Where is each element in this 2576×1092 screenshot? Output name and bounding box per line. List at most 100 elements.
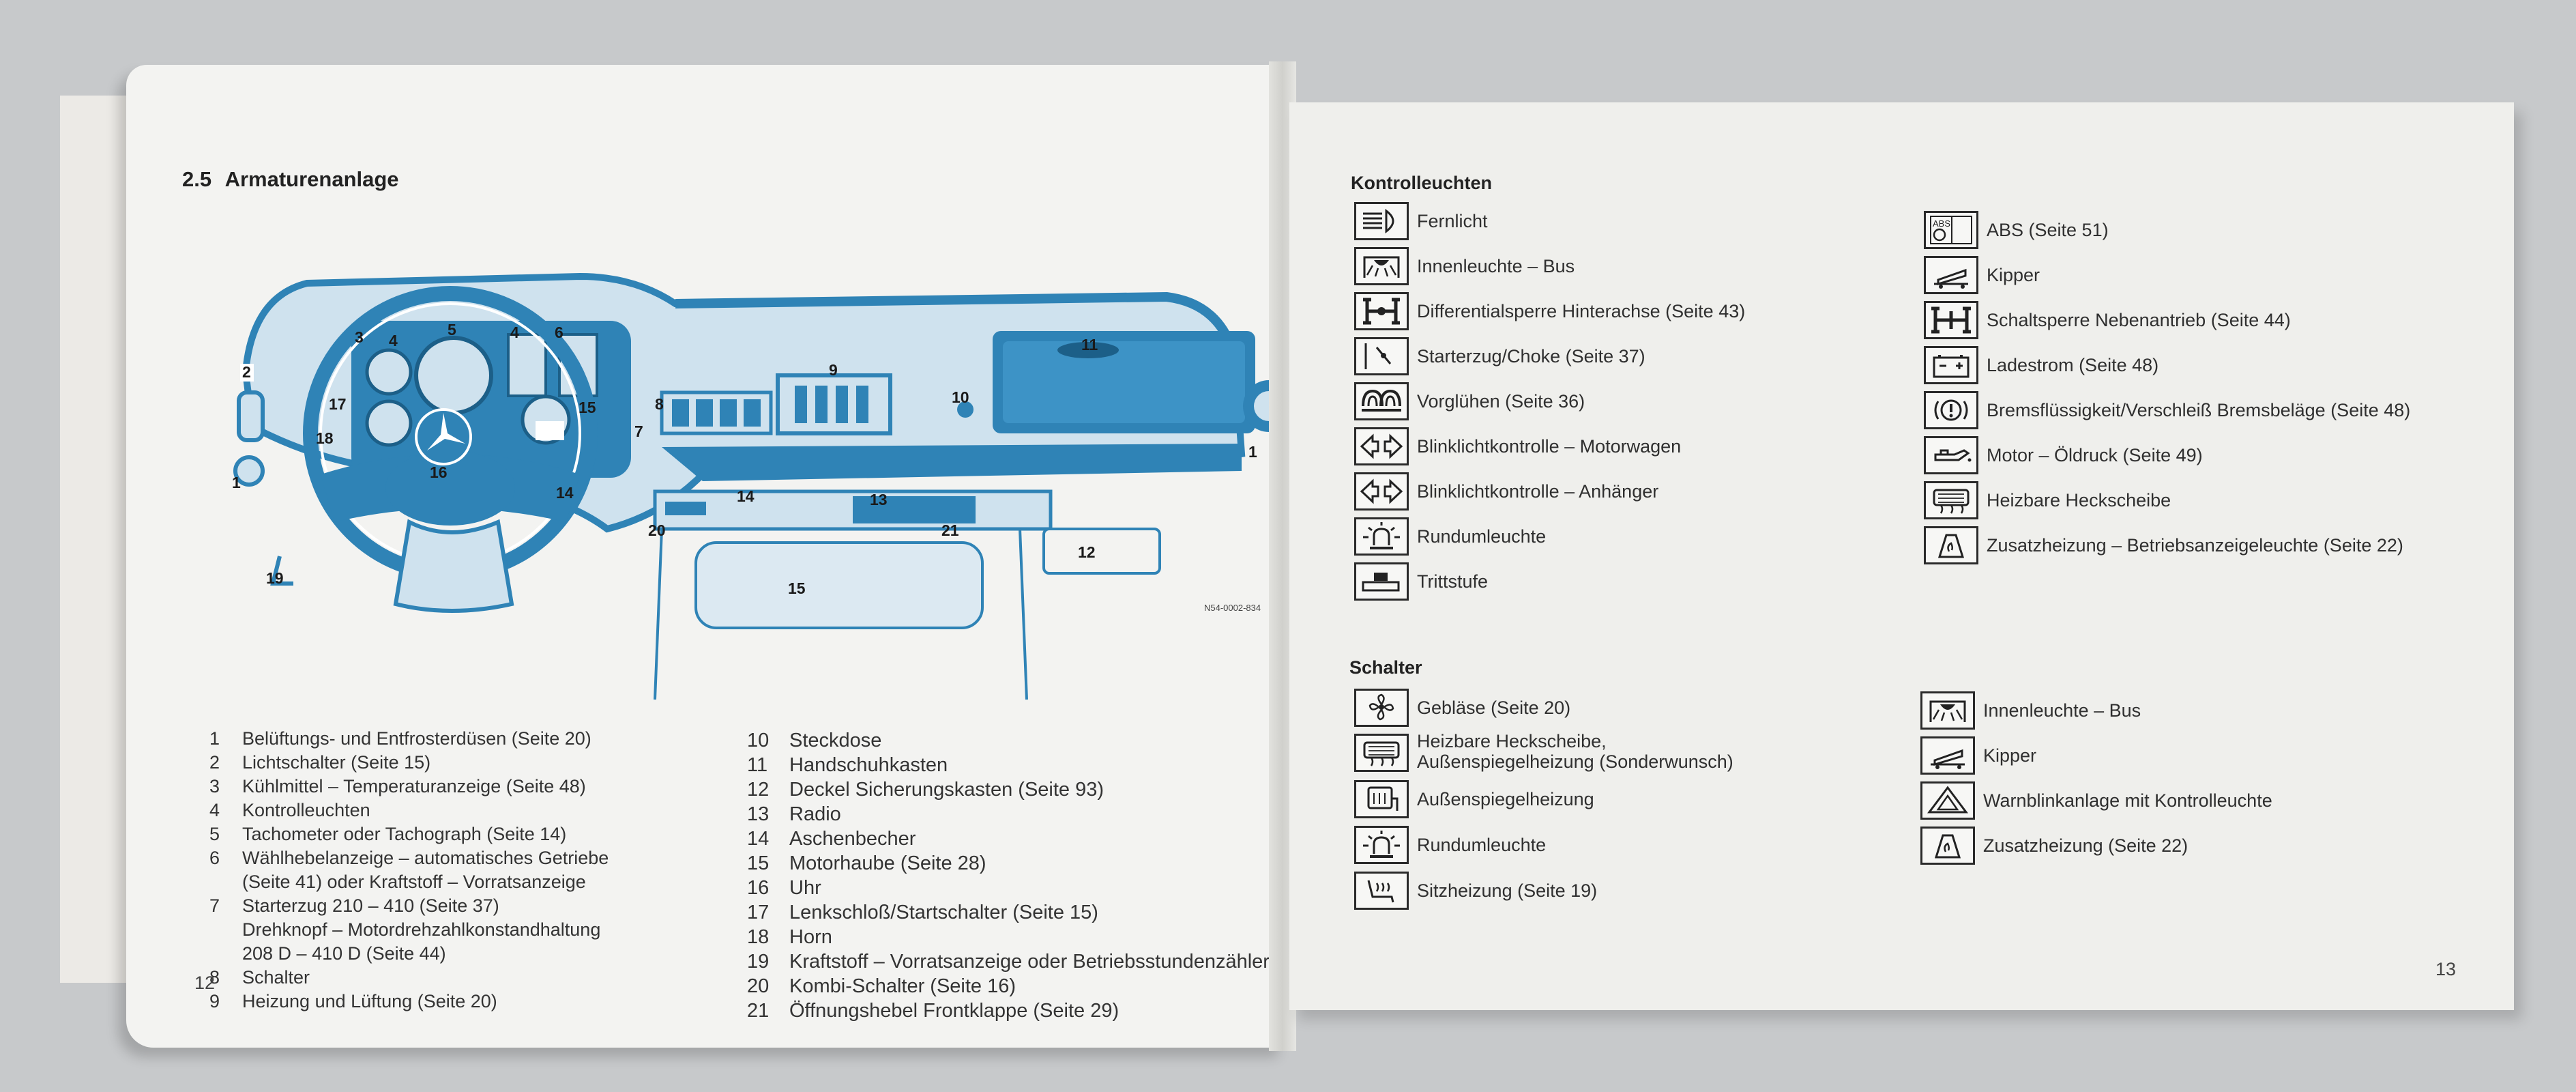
- callout-bg: [536, 421, 564, 440]
- legend-entry: Differentialsperre Hinterachse (Seite 43…: [1354, 291, 1745, 331]
- entry-text-continued: Außenspiegelheizung (Sonderwunsch): [1417, 751, 1733, 772]
- switch: [720, 399, 737, 427]
- callout-9: 9: [829, 361, 838, 379]
- legend-number: 16: [747, 877, 770, 899]
- entry-text: Ladestrom (Seite 48): [1987, 355, 2159, 375]
- brake-icon: [1924, 391, 1978, 429]
- callout-13: 13: [870, 491, 888, 508]
- legend-text: Lichtschalter (Seite 15): [242, 752, 431, 773]
- legend-item: (Seite 41) oder Kraftstoff – Vorratsanze…: [209, 870, 823, 894]
- legend-entry: ABS ABS (Seite 51): [1924, 210, 2109, 250]
- callout-1-left: 1: [232, 474, 241, 491]
- legend-text: Öffnungshebel Frontklappe (Seite 29): [789, 1000, 1119, 1022]
- callout-3: 3: [355, 328, 364, 346]
- temp-gauge: [365, 348, 413, 396]
- entry-label: Fernlicht: [1417, 211, 1488, 231]
- bonnet-release-lever: [270, 556, 293, 586]
- legend-text: 208 D – 410 D (Seite 44): [242, 943, 446, 964]
- callout-5: 5: [448, 321, 456, 339]
- legend-text: (Seite 41) oder Kraftstoff – Vorratsanze…: [242, 872, 586, 892]
- legend-text: Kraftstoff – Vorratsanzeige oder Betrieb…: [789, 951, 1270, 973]
- legend-entry: Gebläse (Seite 20): [1354, 688, 1570, 728]
- entry-text: Motor – Öldruck (Seite 49): [1987, 445, 2203, 465]
- legend-number: 17: [747, 902, 770, 923]
- legend-item: 13 Radio: [747, 802, 1375, 827]
- console-edge: [1019, 528, 1028, 700]
- entry-label: Rundumleuchte: [1417, 835, 1546, 855]
- glow-plug-icon: [1354, 382, 1409, 420]
- callout-20: 18: [316, 429, 334, 447]
- legend-text: Wählhebelanzeige – automatisches Getrieb…: [242, 848, 609, 868]
- callout-19: 17: [329, 395, 347, 413]
- entry-text: Trittstufe: [1417, 571, 1489, 592]
- switch: [744, 399, 761, 427]
- legend-number: 10: [747, 730, 770, 751]
- legend-item: 208 D – 410 D (Seite 44): [209, 942, 823, 966]
- callout-11: 11: [1081, 336, 1098, 354]
- legend-entry: Innenleuchte – Bus: [1920, 691, 2141, 730]
- socket: [957, 401, 974, 418]
- legend-text: Lenkschloß/Startschalter (Seite 15): [789, 902, 1098, 923]
- callout-6: 6: [555, 324, 564, 341]
- entry-text: ABS (Seite 51): [1987, 220, 2109, 240]
- aux-heater-icon: [1924, 526, 1978, 564]
- legend-number: 21: [747, 1000, 770, 1022]
- callout-4a: 4: [389, 332, 398, 349]
- legend-number: 14: [747, 828, 770, 850]
- callout-16: 15: [579, 399, 596, 416]
- dash-lower-band: [662, 444, 1242, 481]
- glovebox-panel: [1003, 341, 1245, 423]
- left-vent: [233, 455, 265, 487]
- seat-heat-icon: [1354, 872, 1409, 910]
- entry-label: Ladestrom (Seite 48): [1987, 355, 2158, 375]
- entry-label: Trittstufe: [1417, 571, 1488, 592]
- diagram-code: N54-0002-834: [1204, 603, 1261, 613]
- entry-label: Differentialsperre Hinterachse (Seite 43…: [1417, 301, 1745, 321]
- legend-entry: Heizbare Heckscheibe,Außenspiegelheizung…: [1354, 731, 1733, 773]
- entry-text: Außenspiegelheizung: [1417, 789, 1594, 809]
- entry-label: Zusatzheizung – Betriebsanzeigeleuchte (…: [1987, 535, 2403, 556]
- page-number-left: 12: [194, 973, 216, 993]
- entry-text: Sitzheizung (Seite 19): [1417, 880, 1598, 901]
- legend-entry: Bremsflüssigkeit/Verschleiß Bremsbeläge …: [1924, 390, 2410, 430]
- legend-entry: Kipper: [1924, 255, 2040, 295]
- schalter-title: Schalter: [1349, 657, 1422, 678]
- callout-2: 2: [242, 363, 251, 381]
- interior-light-icon: [1354, 247, 1409, 285]
- left-page: 2.5 Armaturenanlage: [126, 65, 1286, 1048]
- legend-entry: Innenleuchte – Bus: [1354, 246, 1575, 286]
- legend-entry: Blinklichtkontrolle – Anhänger: [1354, 472, 1658, 511]
- callout-labels: 2 1 3 4 5 4 6 17 15 18 7 16 8 14 9 10 11…: [232, 321, 1257, 597]
- legend-number: 9: [209, 991, 220, 1011]
- entry-label: Blinklichtkontrolle – Motorwagen: [1417, 436, 1681, 457]
- legend-entry: Starterzug/Choke (Seite 37): [1354, 336, 1645, 376]
- svg-text:ABS: ABS: [1933, 218, 1950, 229]
- entry-text: Rundumleuchte: [1417, 835, 1547, 855]
- entry-label: Heizbare Heckscheibe: [1987, 490, 2171, 511]
- legend-entry: Warnblinkanlage mit Kontrolleuchte: [1920, 781, 2272, 820]
- legend-entry: Rundumleuchte: [1354, 825, 1546, 865]
- switch: [672, 399, 689, 427]
- callout-21: 19: [266, 569, 284, 587]
- legend-text: Drehknopf – Motordrehzahlkonstandhaltung: [242, 919, 601, 940]
- differential-lock-icon: [1354, 292, 1409, 330]
- entry-text: Innenleuchte – Bus: [1983, 700, 2141, 721]
- legend-entry: Vorglühen (Seite 36): [1354, 382, 1585, 421]
- pto-lock-icon: [1924, 301, 1978, 339]
- legend-number: 13: [747, 803, 770, 825]
- legend-text: Radio: [789, 803, 841, 825]
- oil-can-icon: [1924, 436, 1978, 474]
- entry-text: Warnblinkanlage mit Kontrolleuchte: [1983, 790, 2272, 811]
- rear-defrost-icon: [1924, 481, 1978, 519]
- fan-icon: [1354, 689, 1409, 727]
- callout-8a: 8: [655, 395, 664, 413]
- legend-entry: Fernlicht: [1354, 201, 1488, 241]
